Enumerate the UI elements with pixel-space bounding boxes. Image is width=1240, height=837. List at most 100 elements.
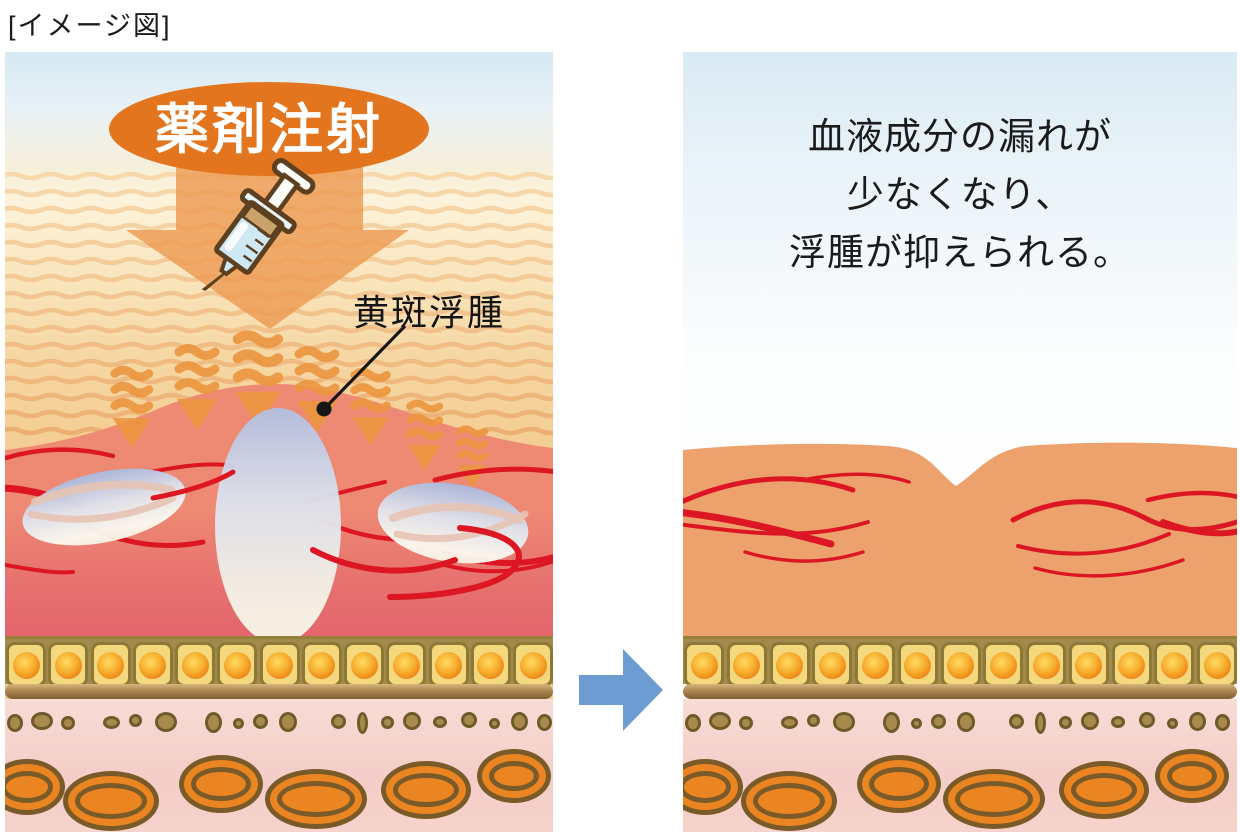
granule-blob: [739, 716, 753, 730]
photoreceptor-inner-ring: [489, 761, 539, 791]
cell-nucleus: [1118, 652, 1145, 679]
epithelial-cell: [769, 642, 810, 687]
granule-blob: [253, 714, 268, 729]
granule-blob: [61, 716, 75, 730]
granule-blob: [833, 712, 855, 732]
granule-blob: [403, 712, 421, 730]
diffusion-arrow-icon: [174, 344, 220, 430]
granule-blob: [381, 716, 394, 729]
granule-blob: [331, 714, 346, 729]
cell-nucleus: [477, 652, 505, 679]
result-caption-line: 血液成分の漏れが: [808, 116, 1112, 157]
epithelial-cell: [726, 642, 767, 687]
diffusion-arrow-icon: [456, 425, 489, 488]
choroid-layer: [683, 699, 1237, 832]
cell-nucleus: [1075, 652, 1103, 679]
photoreceptor-inner-ring: [1071, 773, 1137, 807]
photoreceptor-inner-ring: [5, 771, 53, 803]
cell-nucleus: [12, 652, 40, 679]
granule-blob: [1111, 716, 1125, 728]
photoreceptor-cell: [741, 771, 837, 831]
cell-nucleus: [139, 652, 167, 679]
epithelial-cell: [175, 642, 215, 687]
epithelial-cell: [812, 642, 853, 687]
granule-blob: [807, 714, 820, 727]
photoreceptor-cell: [5, 759, 65, 815]
epithelial-cell: [301, 642, 342, 687]
cell-nucleus: [266, 652, 293, 679]
cell-nucleus: [733, 652, 761, 679]
cell-nucleus: [392, 652, 420, 679]
edema-annotation-label: 黄斑浮腫: [353, 292, 506, 333]
panel-after-treatment: 血液成分の漏れが 少なくなり、 浮腫が抑えられる。: [683, 52, 1237, 832]
cell-nucleus: [989, 652, 1017, 679]
granule-blob: [1189, 712, 1206, 731]
result-caption-line: 浮腫が抑えられる。: [789, 232, 1131, 273]
cell-nucleus: [1032, 652, 1060, 679]
photoreceptor-cell: [943, 769, 1045, 829]
cell-nucleus: [947, 652, 974, 679]
photoreceptor-inner-ring: [277, 781, 355, 817]
photoreceptor-inner-ring: [1167, 761, 1217, 791]
granule-blob: [7, 714, 23, 732]
epithelial-cell: [90, 642, 131, 687]
diffusion-arrow-icon: [350, 367, 391, 446]
photoreceptor-cell: [857, 755, 941, 813]
epithelial-cell: [940, 642, 981, 687]
epithelial-cell: [132, 642, 173, 687]
epithelial-cell: [1068, 642, 1109, 687]
cell-nucleus: [181, 652, 209, 679]
epithelial-cell: [386, 642, 427, 687]
result-caption-line: 少なくなり、: [846, 174, 1074, 215]
epithelial-cell: [259, 642, 300, 687]
photoreceptor-cell: [1059, 761, 1149, 819]
injection-badge: 薬剤注射: [109, 82, 429, 176]
epithelial-cell: [344, 642, 384, 687]
granule-blob: [709, 712, 731, 730]
granule-blob: [1081, 712, 1099, 730]
cell-nucleus: [223, 652, 251, 679]
annotation-leader-line: [316, 324, 407, 417]
epithelial-cell: [897, 642, 938, 687]
granule-blob: [279, 712, 297, 732]
granule-blob: [685, 714, 701, 732]
photoreceptor-inner-ring: [191, 767, 251, 801]
retina-tissue-flat: [683, 442, 1237, 642]
epithelial-cell: [855, 642, 895, 687]
cell-nucleus: [1203, 652, 1231, 679]
granule-blob: [103, 716, 120, 729]
granule-blob: [781, 716, 798, 729]
granule-blob: [1167, 718, 1178, 729]
epithelial-cell: [470, 642, 511, 687]
diffusion-arrow-icon: [406, 399, 444, 471]
panel-before-treatment: 薬剤注射: [5, 52, 553, 832]
epithelial-cell: [1154, 642, 1195, 687]
photoreceptor-inner-ring: [869, 767, 929, 801]
photoreceptor-cell: [179, 755, 263, 813]
granule-blob: [433, 716, 447, 728]
rpe-cell-row: [683, 636, 1237, 687]
right-arrow-icon: [573, 643, 667, 737]
epithelial-cell: [48, 642, 89, 687]
photoreceptor-cell: [381, 761, 471, 819]
cell-nucleus: [54, 652, 82, 679]
photoreceptor-inner-ring: [75, 783, 147, 819]
retinal-vessels: [683, 472, 1237, 578]
cell-nucleus: [1160, 652, 1188, 679]
cell-nucleus: [308, 652, 336, 679]
cell-nucleus: [97, 652, 124, 679]
epithelial-cell: [513, 642, 553, 687]
photoreceptor-inner-ring: [393, 773, 459, 807]
granule-blob: [511, 712, 528, 731]
epithelial-cell: [983, 642, 1024, 687]
granule-blob: [1215, 714, 1230, 731]
bruch-membrane-bar: [683, 684, 1237, 699]
granule-blob: [1139, 712, 1155, 728]
photoreceptor-cell: [63, 771, 159, 831]
granule-blob: [489, 718, 500, 729]
granule-blob: [233, 718, 244, 729]
cell-nucleus: [690, 652, 718, 679]
granule-blob: [1059, 716, 1072, 729]
retinal-vessels-front: [27, 469, 553, 600]
